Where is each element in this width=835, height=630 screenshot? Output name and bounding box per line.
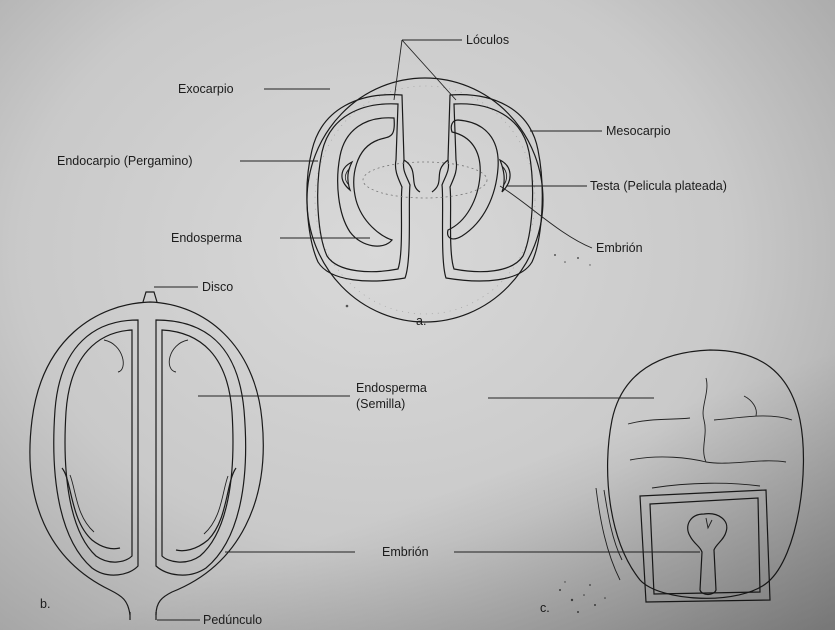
label-disco: Disco: [202, 280, 233, 294]
label-embrion-b: Embrión: [382, 545, 429, 559]
panel-letter-a: a.: [416, 314, 426, 328]
figure-a-cross-section: [240, 40, 602, 322]
disco-bump: [143, 292, 157, 302]
left-locule-inner: [318, 104, 402, 272]
left-seed-inner-b: [65, 330, 132, 562]
label-loculos: Lóculos: [466, 33, 509, 47]
label-endosperma-semilla-1: Endosperma: [356, 381, 427, 395]
right-locule-outer: [442, 95, 542, 281]
seed-outline-c: [608, 350, 804, 598]
seed-fissure-extra: [744, 396, 756, 416]
leader-loculos-right: [402, 40, 456, 100]
label-endosperma-a: Endosperma: [171, 231, 242, 245]
mesocarp-area: [315, 86, 535, 314]
seed-fissure-mid: [630, 457, 786, 463]
exocarp-outline: [307, 78, 543, 322]
embryo-window-inner: [650, 498, 760, 594]
dust-specks-c: [559, 581, 606, 613]
panel-letter-c: c.: [540, 601, 550, 615]
leader-embrion-a: [500, 186, 592, 248]
label-exocarpio: Exocarpio: [178, 82, 234, 96]
figure-c-seed: [454, 350, 803, 613]
label-embrion-a: Embrión: [596, 241, 643, 255]
embryo-window-outer: [640, 490, 770, 602]
label-endosperma-semilla-2: (Semilla): [356, 397, 405, 411]
left-embryo-b: [62, 468, 120, 549]
embryo-window-top: [652, 483, 760, 488]
label-testa: Testa (Pelicula plateada): [590, 179, 727, 193]
center-notch: [404, 160, 448, 192]
label-mesocarpio: Mesocarpio: [606, 124, 671, 138]
central-groove-dots: [363, 162, 487, 198]
panel-letter-b: b.: [40, 597, 50, 611]
right-locule-inner: [450, 104, 533, 272]
left-embryo: [342, 162, 352, 190]
left-seed-fold-b: [104, 340, 123, 372]
left-seed-outer-b: [54, 320, 138, 575]
right-seed-inner-b: [162, 330, 233, 562]
leader-loculos-left: [394, 40, 402, 100]
seed-fissure-right: [714, 416, 792, 420]
seed-edge-left2: [604, 490, 622, 560]
seed-fissure-left: [628, 418, 690, 424]
embryo-c-notch: [706, 518, 712, 528]
right-seed-fold-b: [169, 340, 188, 372]
peduncle: [130, 612, 156, 620]
label-endocarpio: Endocarpio (Pergamino): [57, 154, 193, 168]
seed-fissure-top: [703, 378, 707, 462]
figure-b-longitudinal: [30, 287, 355, 620]
label-pedunculo: Pedúnculo: [203, 613, 262, 627]
